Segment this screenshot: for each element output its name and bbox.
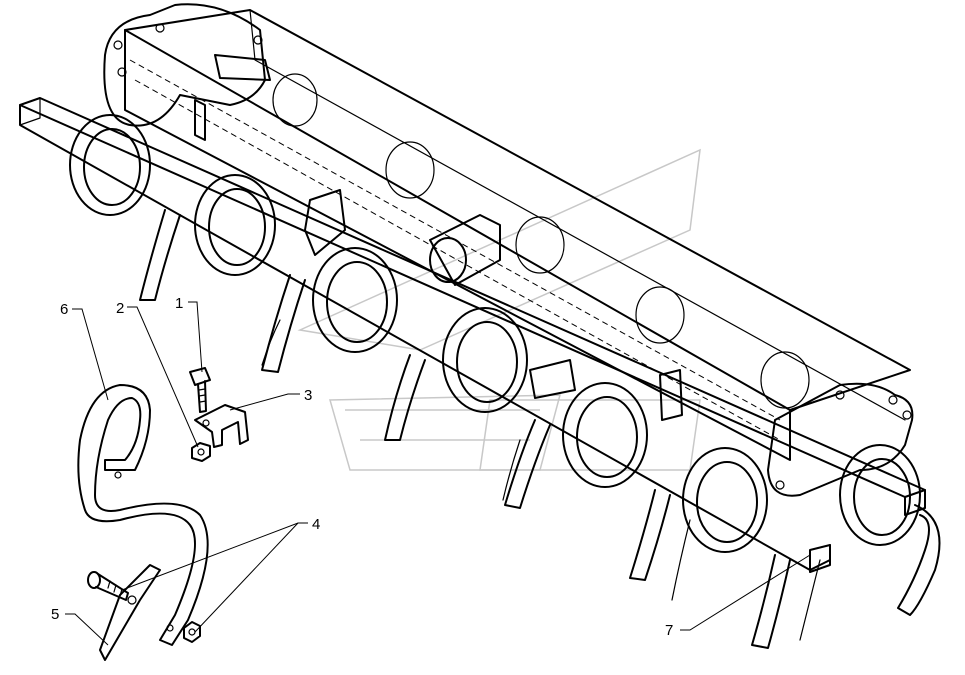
leader-6: [72, 308, 109, 401]
leader-3: [229, 393, 300, 411]
leader-5: [65, 613, 109, 646]
leader-1: [188, 301, 203, 373]
callout-7: 7: [665, 622, 673, 639]
clamp-bracket-part: [194, 404, 249, 448]
main-frame: [103, 3, 914, 497]
carriage-bolt-part: [87, 571, 129, 601]
spring-tine: [682, 447, 791, 649]
tine-bar: [19, 97, 926, 573]
spring-tine: [194, 174, 306, 373]
callout-5: 5: [51, 606, 59, 623]
nut-part: [191, 442, 211, 462]
spring-tine: [69, 114, 181, 301]
callout-2: 2: [116, 300, 124, 317]
spring-tine-part: [77, 384, 209, 646]
callout-6: 6: [60, 301, 68, 318]
callout-4: 4: [312, 516, 320, 533]
spring-tine-row: [69, 73, 941, 649]
share-nut-part: [183, 621, 201, 643]
leader-7: [680, 554, 811, 631]
leader-lines: [65, 301, 811, 646]
spring-tine: [562, 382, 671, 581]
spring-tine: [839, 444, 941, 616]
spring-tine: [312, 247, 426, 441]
leader-4b: [194, 522, 299, 633]
bolt-part: [189, 367, 211, 413]
tine-point-part: [99, 564, 161, 661]
leader-2: [127, 306, 199, 448]
callout-1: 1: [175, 295, 183, 312]
callout-3: 3: [304, 387, 312, 404]
callout-labels: 1 2 3 4 5 6 7: [51, 295, 673, 639]
watermark-logo: [297, 148, 701, 471]
spring-tine: [442, 307, 551, 509]
